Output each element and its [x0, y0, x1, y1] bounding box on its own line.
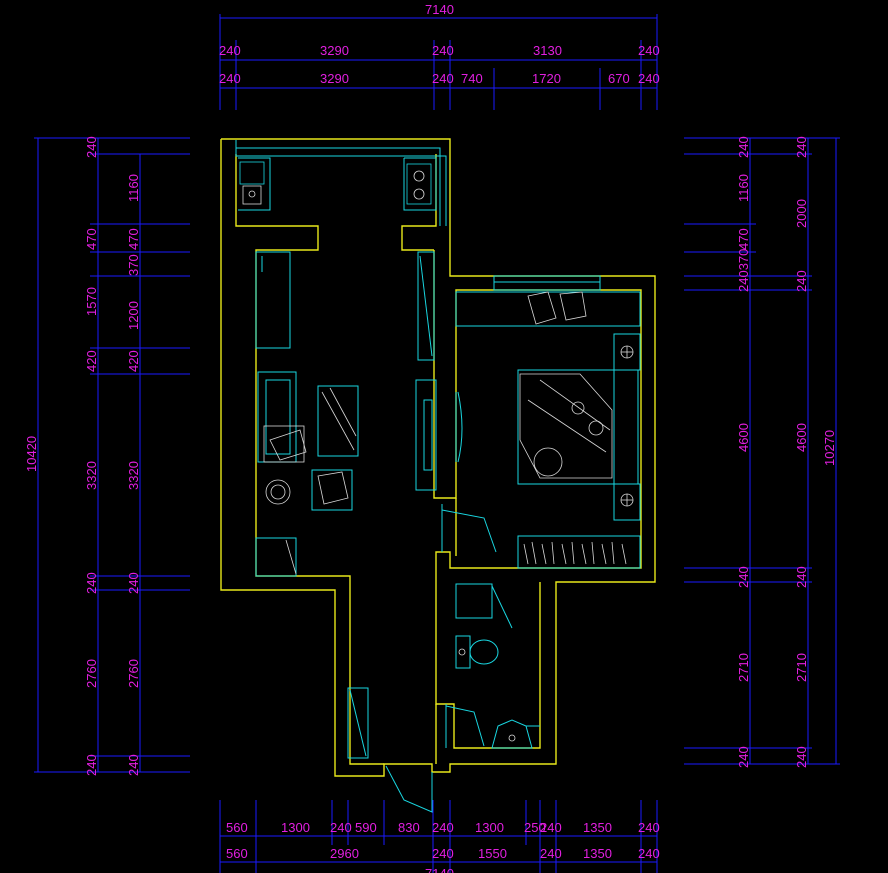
dim-top-r1-1: 240 — [219, 43, 241, 58]
dim-bot-r2-4: 1550 — [478, 846, 507, 861]
dim-bot-r1-7: 1300 — [475, 820, 504, 835]
toilet-icon — [455, 635, 499, 669]
dim-top-r2-1: 240 — [219, 71, 241, 86]
armchair-icon — [265, 469, 353, 511]
dim-top-r2-2: 3290 — [320, 71, 349, 86]
dim-right-i-7: 240 — [736, 566, 751, 588]
dim-left-i-4: 1200 — [126, 301, 141, 330]
dim-top-r2-4: 740 — [461, 71, 483, 86]
walls — [220, 138, 656, 777]
dim-left-o-6: 240 — [84, 572, 99, 594]
coffee-table — [317, 385, 359, 457]
dim-right-o-7: 240 — [794, 746, 809, 768]
dim-right-o-4: 4600 — [794, 423, 809, 452]
entry-cabinet — [347, 687, 369, 759]
wardrobe-left — [255, 251, 291, 349]
dim-left-total: 10420 — [24, 436, 39, 472]
bedroom-door — [441, 504, 497, 553]
dim-top-r1-2: 3290 — [320, 43, 349, 58]
dim-right-i-1: 240 — [736, 136, 751, 158]
dim-bot-r1-4: 590 — [355, 820, 377, 835]
dim-bot-r1-9: 240 — [540, 820, 562, 835]
dim-right-i-6: 4600 — [736, 423, 751, 452]
dim-bot-r1-6: 240 — [432, 820, 454, 835]
sofa-icon — [257, 371, 307, 463]
dim-top-r2-3: 240 — [432, 71, 454, 86]
dim-top-r2-5: 1720 — [532, 71, 561, 86]
dim-right-i-2: 1160 — [736, 174, 751, 202]
stove-icon — [406, 163, 432, 205]
sink-icon — [239, 161, 265, 205]
dim-left-o-8: 240 — [84, 754, 99, 776]
dim-top-r1-4: 3130 — [533, 43, 562, 58]
entry-door — [385, 765, 433, 813]
dim-bot-r1-5: 830 — [398, 820, 420, 835]
bedroom-wardrobe-top — [455, 291, 641, 327]
dim-bot-r1-10: 1350 — [583, 820, 612, 835]
dim-top-total: 7140 — [425, 2, 454, 17]
dim-bot-r1-1: 560 — [226, 820, 248, 835]
bedroom-wardrobe-bottom — [517, 535, 641, 569]
right-dimensions: 10270 240 1160 470 240370 4600 240 2710 … — [684, 136, 840, 768]
dim-bot-r1-11: 240 — [638, 820, 660, 835]
dim-top-r2-6: 670 — [608, 71, 630, 86]
dim-bot-r1-3: 240 — [330, 820, 352, 835]
dim-right-i-3: 470 — [736, 228, 751, 250]
nightstand-top — [613, 333, 641, 371]
dim-bot-r2-1: 560 — [226, 846, 248, 861]
dim-left-i-2: 470 — [126, 228, 141, 250]
dim-bot-r2-2: 2960 — [330, 846, 359, 861]
dim-bot-r2-3: 240 — [432, 846, 454, 861]
bedroom-window-sill — [493, 275, 601, 291]
dim-left-i-8: 2760 — [126, 659, 141, 688]
bathroom-door — [445, 704, 485, 748]
tv-cabinet — [415, 379, 463, 491]
kitchen-counter — [235, 140, 447, 226]
dim-left-i-6: 3320 — [126, 461, 141, 490]
dining-table — [255, 537, 297, 577]
shelf-right-of-kitchen — [417, 251, 435, 361]
dim-left-i-1: 1160 — [126, 174, 141, 202]
bed-icon — [517, 369, 639, 485]
dim-right-o-2: 2000 — [794, 199, 809, 228]
dim-left-i-7: 240 — [126, 572, 141, 594]
dim-left-o-2: 470 — [84, 228, 99, 250]
dim-left-o-4: 420 — [84, 350, 99, 372]
dim-left-o-1: 240 — [84, 136, 99, 158]
dim-right-total: 10270 — [822, 430, 837, 466]
bottom-dimensions: 560 1300 240 590 830 240 1300 250 240 13… — [219, 800, 660, 873]
dim-bot-total: 7140 — [425, 866, 454, 873]
dim-right-o-1: 240 — [794, 136, 809, 158]
dim-right-i-9: 240 — [736, 746, 751, 768]
dim-bot-r1-8: 250 — [524, 820, 546, 835]
dim-bot-r2-7: 240 — [638, 846, 660, 861]
dim-right-o-6: 2710 — [794, 653, 809, 682]
dim-left-o-5: 3320 — [84, 461, 99, 490]
left-dimensions: 10420 240 470 1570 420 3320 240 2760 240… — [24, 136, 190, 776]
dim-left-i-5: 420 — [126, 350, 141, 372]
washbasin-icon — [491, 719, 540, 749]
dim-left-o-3: 1570 — [84, 287, 99, 316]
dim-right-o-5: 240 — [794, 566, 809, 588]
dim-right-i-8: 2710 — [736, 653, 751, 682]
dim-left-i-3: 370 — [126, 254, 141, 276]
nightstand-bottom — [613, 483, 641, 521]
dim-bot-r2-5: 240 — [540, 846, 562, 861]
dim-top-r1-5: 240 — [638, 43, 660, 58]
dim-bot-r2-6: 1350 — [583, 846, 612, 861]
dim-top-r2-7: 240 — [638, 71, 660, 86]
dim-left-o-7: 2760 — [84, 659, 99, 688]
dim-bot-r1-2: 1300 — [281, 820, 310, 835]
dim-right-i-4: 240370 — [736, 249, 751, 292]
top-dimensions: 7140 240 3290 240 3130 240 240 3290 240 … — [219, 2, 660, 110]
dim-left-i-9: 240 — [126, 754, 141, 776]
dim-right-o-3: 240 — [794, 270, 809, 292]
shower-area — [455, 583, 513, 629]
dim-top-r1-3: 240 — [432, 43, 454, 58]
